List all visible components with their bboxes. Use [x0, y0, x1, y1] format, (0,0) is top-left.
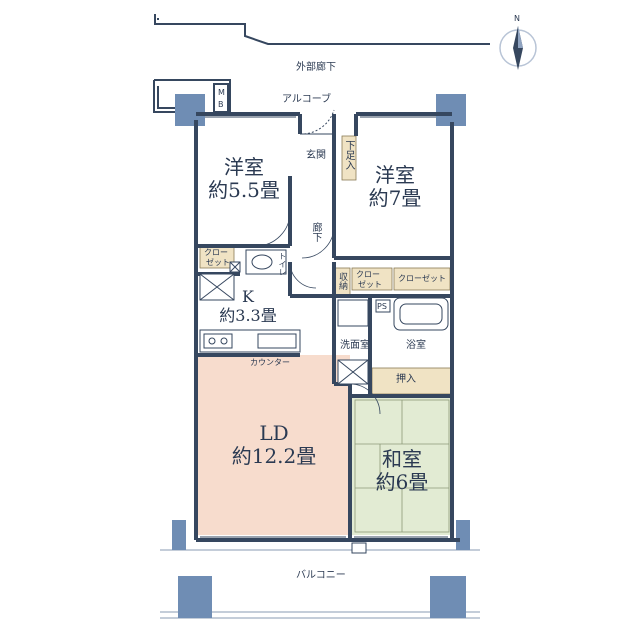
toilet-label: トイレ	[278, 252, 287, 276]
mb-top-label: M	[218, 88, 225, 97]
closet-b-line2: ゼット	[358, 280, 382, 289]
storage-label: 収納	[337, 272, 347, 290]
genkan-label: 玄関	[306, 150, 326, 161]
alcove-label: アルコーブ	[282, 94, 332, 105]
closet-a-line1: クロー	[204, 248, 228, 257]
fixture-fills	[199, 135, 453, 395]
room-kitchen: K 約3.3畳	[208, 288, 288, 326]
closet-c-label: クローゼット	[398, 274, 446, 283]
balcony-railing	[160, 549, 480, 619]
kitchen-fixtures	[199, 261, 301, 353]
closet-a-line2: ゼット	[206, 258, 230, 267]
ps-label: PS	[377, 302, 387, 311]
oshiire-label: 押入	[396, 374, 416, 385]
room-western-b-size: 約7畳	[368, 186, 422, 210]
mb-bottom-label: B	[218, 100, 224, 109]
window-lines	[200, 116, 448, 538]
room-ld-size: 約12.2畳	[231, 444, 317, 468]
compass-icon	[499, 26, 537, 70]
pillars	[172, 94, 470, 618]
washroom-label: 洗面室	[340, 340, 370, 351]
balcony-label: バルコニー	[296, 570, 346, 581]
balcony-drain	[351, 542, 367, 554]
bathroom-label: 浴室	[406, 340, 426, 351]
room-japanese-name: 和室	[382, 447, 422, 471]
room-western-b-name: 洋室	[375, 163, 415, 187]
room-ld-name: LD	[259, 421, 289, 445]
compass-north-label: N	[514, 14, 520, 23]
room-japanese: 和室 約6畳	[362, 448, 442, 494]
bath-fixtures	[337, 297, 449, 385]
room-western-a: 洋室 約5.5畳	[200, 156, 288, 202]
counter-label: カウンター	[250, 358, 290, 367]
room-kitchen-size: 約3.3畳	[219, 306, 277, 325]
closet-b-line1: クロー	[356, 270, 380, 279]
room-ld: LD 約12.2畳	[216, 422, 332, 468]
room-kitchen-name: K	[242, 287, 254, 306]
shoe-box-label: 下足入	[343, 140, 354, 170]
alcove-walls	[153, 79, 231, 113]
corridor-railing	[154, 14, 490, 45]
room-western-a-size: 約5.5畳	[208, 178, 280, 202]
toilet-fixture	[245, 249, 287, 275]
walls	[194, 112, 460, 542]
hallway-label: 廊下	[310, 222, 321, 242]
ld-floor	[198, 355, 350, 535]
room-western-a-name: 洋室	[224, 155, 264, 179]
room-western-b: 洋室 約7畳	[350, 164, 440, 210]
tatami-lines	[354, 399, 450, 533]
room-japanese-size: 約6畳	[375, 470, 429, 494]
entry-door	[299, 109, 335, 135]
corridor-label: 外部廊下	[296, 62, 336, 73]
